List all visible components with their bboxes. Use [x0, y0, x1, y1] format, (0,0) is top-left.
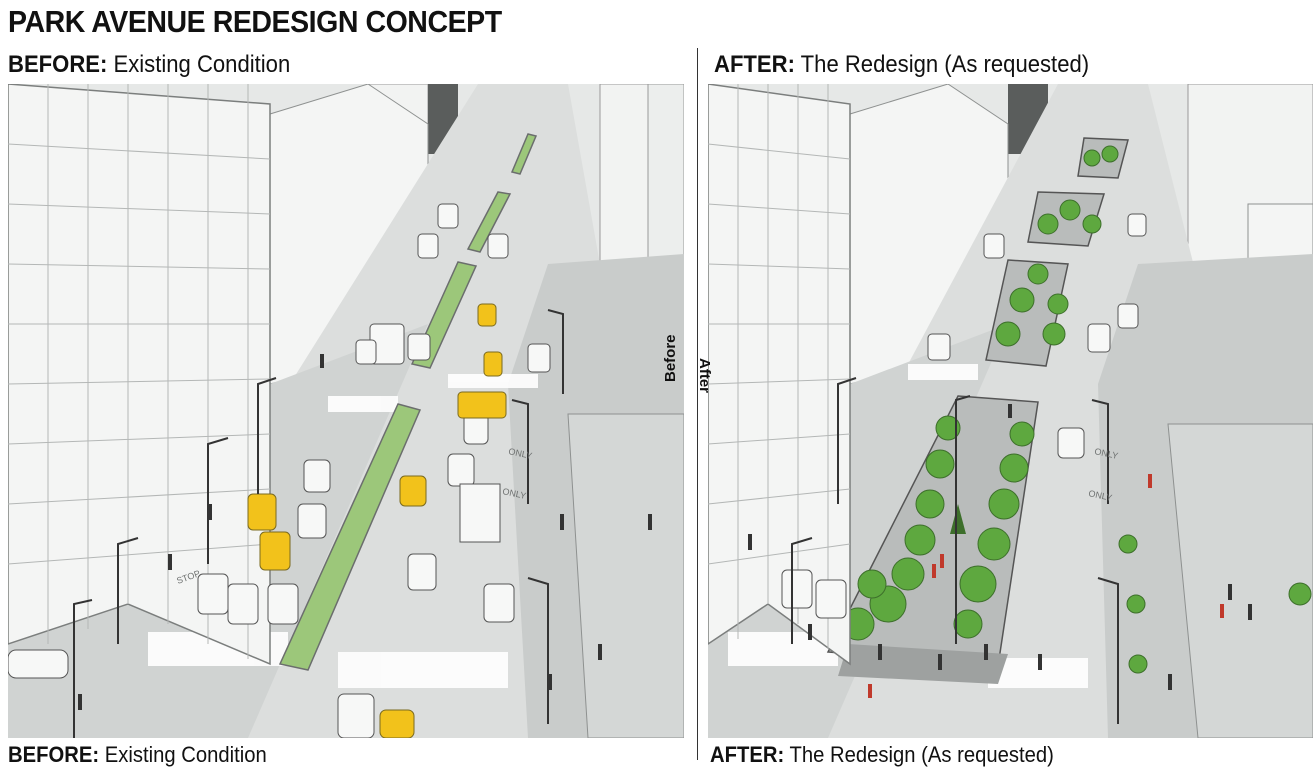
before-caption-bold: BEFORE:: [8, 51, 108, 78]
panel-divider: [697, 48, 698, 760]
after-caption-bold: AFTER:: [714, 51, 795, 78]
after-bottom-caption-text: The Redesign (As requested): [789, 742, 1054, 767]
before-bottom-caption: BEFORE: Existing Condition: [8, 742, 267, 768]
after-caption-text: The Redesign (As requested): [800, 51, 1090, 78]
before-illustration: ONLY ONLY STOP: [8, 84, 684, 738]
road-marking-only-2: ONLY: [502, 486, 527, 501]
after-bottom-caption: AFTER: The Redesign (As requested): [710, 742, 1054, 768]
before-top-caption: BEFORE: Existing Condition: [8, 51, 290, 79]
road-marking-only-1: ONLY: [508, 446, 533, 461]
before-side-label: Before: [662, 334, 679, 382]
road-marking-only-after-1: ONLY: [1094, 446, 1119, 461]
before-bottom-caption-bold: BEFORE:: [8, 742, 100, 767]
page-title: PARK AVENUE REDESIGN CONCEPT: [8, 4, 502, 39]
before-bottom-caption-text: Existing Condition: [104, 742, 267, 767]
before-caption-text: Existing Condition: [113, 51, 291, 78]
after-bottom-caption-bold: AFTER:: [710, 742, 785, 767]
after-side-label: After: [696, 358, 713, 394]
road-marking-only-after-2: ONLY: [1088, 488, 1113, 503]
after-top-caption: AFTER: The Redesign (As requested): [714, 51, 1089, 79]
after-illustration: ONLY ONLY: [708, 84, 1313, 738]
